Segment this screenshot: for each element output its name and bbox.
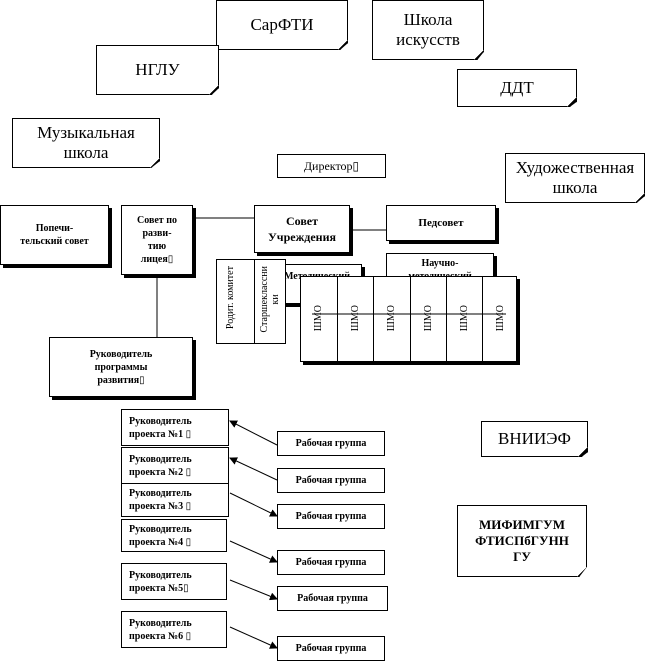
square-glyph-icon: ▯ (352, 158, 360, 173)
shmo-label: ШМО (494, 305, 506, 332)
arrow-project-1 (229, 420, 278, 446)
trustees-council-box: Попечи- тельский совет (0, 205, 109, 265)
shmo-label: ШМО (350, 305, 362, 332)
shmo-block: ШМО ШМО ШМО ШМО ШМО ШМО (300, 276, 517, 362)
working-group-label: Рабочая группа (295, 475, 367, 486)
arrow-project-5 (229, 579, 278, 601)
working-group-label: Рабочая группа (295, 438, 367, 449)
square-glyph-icon: ▯ (185, 428, 192, 440)
institution-council-box: Совет Учреждения (254, 205, 350, 253)
working-group-box: Рабочая группа (277, 431, 385, 456)
project-head-label: Руководитель проекта №3 (129, 488, 192, 512)
shmo-column: ШМО (337, 277, 373, 361)
arrow-project-2 (229, 457, 278, 481)
shmo-column: ШМО (373, 277, 409, 361)
shmo-label: ШМО (386, 305, 398, 332)
project-head-label: Руководитель проекта №5 (129, 569, 192, 594)
partner-vniief: ВНИИЭФ (481, 421, 588, 457)
shmo-label: ШМО (422, 305, 434, 332)
project-head-box: Руководитель проекта №2 ▯ (121, 447, 229, 484)
working-group-box: Рабочая группа (277, 504, 385, 529)
project-head-box: Руководитель проекта №4 ▯ (121, 519, 227, 552)
partner-ddt: ДДТ (457, 69, 577, 107)
project-head-box: Руководитель проекта №6 ▯ (121, 611, 227, 648)
shmo-label: ШМО (313, 305, 325, 332)
project-head-box: Руководитель проекта №5▯ (121, 563, 227, 600)
partner-music-school: Музыкальная школа (12, 118, 160, 168)
arrow-project-3 (229, 492, 278, 517)
working-group-box: Рабочая группа (277, 550, 385, 575)
square-glyph-icon: ▯ (185, 536, 192, 548)
director-box: Директор ▯ (277, 154, 386, 178)
working-group-label: Рабочая группа (297, 593, 368, 604)
lyceum-development-council-box: Совет по разви- тию лицея▯ (121, 205, 193, 275)
shmo-column: ШМО (445, 277, 482, 361)
parents-committee-label: Родит. комитет (225, 266, 236, 330)
project-head-label: Руководитель проекта №6 (129, 617, 192, 642)
square-glyph-icon: ▯ (183, 582, 189, 594)
shmo-column: ШМО (301, 277, 337, 361)
project-head-box: Руководитель проекта №1 ▯ (121, 409, 229, 446)
arrow-project-6 (229, 626, 278, 649)
square-glyph-icon: ▯ (185, 466, 192, 478)
pedsovet-box: Педсовет (386, 205, 496, 241)
working-group-label: Рабочая группа (295, 511, 367, 522)
parents-students-box: Родит. комитет Старшеклассни ки (216, 259, 286, 344)
partner-sarfti: СарФТИ (216, 0, 348, 50)
project-head-label: Руководитель проекта №1 (129, 415, 192, 440)
project-head-label: Руководитель проекта №2 (129, 453, 192, 478)
partner-nglu: НГЛУ (96, 45, 219, 95)
divider (254, 260, 255, 343)
shmo-column: ШМО (481, 277, 518, 361)
working-group-label: Рабочая группа (295, 643, 367, 654)
working-group-label: Рабочая группа (295, 557, 367, 568)
working-group-box: Рабочая группа (277, 636, 385, 661)
arrow-project-4 (229, 540, 278, 563)
partner-art-school: Школа искусств (372, 0, 484, 60)
square-glyph-icon: ▯ (167, 254, 174, 265)
shmo-column: ШМО (409, 277, 446, 361)
senior-students-label: Старшеклассни ки (259, 266, 281, 333)
square-glyph-icon: ▯ (185, 630, 192, 642)
partner-fine-art-school: Художественная школа (505, 153, 645, 203)
square-glyph-icon: ▯ (139, 374, 145, 386)
working-group-box: Рабочая группа (277, 468, 385, 493)
program-head-box: Руководитель программы развития▯ (49, 337, 193, 397)
project-head-label: Руководитель проекта №4 (129, 523, 192, 548)
working-group-box: Рабочая группа (277, 586, 388, 611)
square-glyph-icon: ▯ (185, 501, 192, 512)
project-head-box: Руководитель проекта №3 ▯ (121, 483, 229, 517)
partner-mifi: МИФИМГУМ ФТИСПбГУНН ГУ (457, 505, 587, 577)
shmo-label: ШМО (458, 305, 470, 332)
